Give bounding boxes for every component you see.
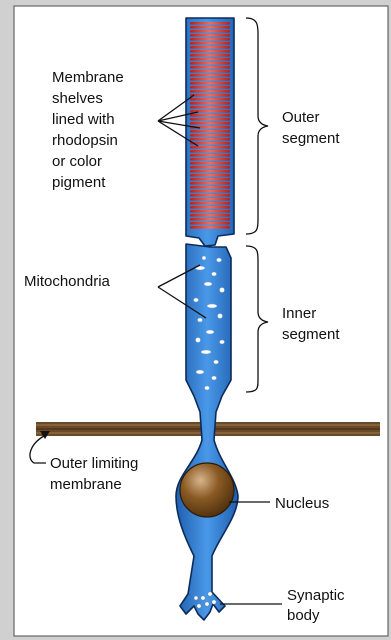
membrane-disc: [190, 178, 230, 181]
membrane-disc: [190, 134, 230, 137]
membrane-disc: [190, 118, 230, 121]
membrane-disc: [190, 38, 230, 41]
membrane-disc: [190, 122, 230, 125]
membrane-disc: [190, 214, 230, 217]
membrane-disc: [190, 106, 230, 109]
membrane-disc: [190, 138, 230, 141]
nucleus: [180, 463, 234, 517]
label-nucleus: Nucleus: [275, 495, 329, 512]
membrane-disc: [190, 58, 230, 61]
membrane-disc: [190, 150, 230, 153]
mitochondrion: [207, 304, 217, 308]
membrane-disc: [190, 62, 230, 65]
membrane-disc: [190, 190, 230, 193]
membrane-disc: [190, 218, 230, 221]
membrane-disc: [190, 146, 230, 149]
membrane-disc: [190, 158, 230, 161]
membrane-disc: [190, 78, 230, 81]
mitochondrion: [201, 350, 211, 354]
mitochondrion: [196, 370, 204, 374]
membrane-disc: [190, 70, 230, 73]
mitochondrion: [198, 318, 203, 322]
membrane-disc: [190, 186, 230, 189]
membrane-disc: [190, 66, 230, 69]
mitochondrion: [212, 272, 217, 276]
membrane-disc: [190, 22, 230, 25]
membrane-disc: [190, 82, 230, 85]
membrane-disc: [190, 194, 230, 197]
membrane-disc: [190, 50, 230, 53]
membrane-disc: [190, 170, 230, 173]
membrane-disc: [190, 26, 230, 29]
membrane-disc: [190, 154, 230, 157]
membrane-disc: [190, 166, 230, 169]
mitochondrion: [220, 288, 225, 293]
mitochondrion: [206, 330, 214, 334]
mitochondrion: [194, 298, 199, 302]
membrane-disc: [190, 30, 230, 33]
membrane-disc: [190, 90, 230, 93]
mitochondrion: [217, 258, 222, 262]
mitochondrion: [204, 282, 212, 286]
membrane-disc: [190, 130, 230, 133]
membrane-disc: [190, 114, 230, 117]
mitochondrion: [220, 340, 225, 344]
mitochondrion: [202, 256, 206, 260]
membrane-disc: [190, 46, 230, 49]
membrane-disc: [190, 198, 230, 201]
label-mitochondria: Mitochondria: [24, 273, 111, 290]
membrane-disc: [190, 162, 230, 165]
membrane-disc: [190, 226, 230, 229]
membrane-disc: [190, 210, 230, 213]
mitochondrion: [218, 314, 223, 319]
membrane-disc: [190, 182, 230, 185]
mitochondrion: [196, 338, 201, 343]
membrane-disc: [190, 34, 230, 37]
membrane-disc: [190, 94, 230, 97]
membrane-disc: [190, 98, 230, 101]
membrane-disc: [190, 86, 230, 89]
membrane-disc: [190, 54, 230, 57]
mitochondrion: [212, 376, 217, 380]
membrane-disc: [190, 102, 230, 105]
membrane-disc: [190, 74, 230, 77]
membrane-disc: [190, 42, 230, 45]
mitochondrion: [205, 386, 210, 390]
membrane-disc: [190, 206, 230, 209]
mitochondrion: [214, 360, 219, 364]
membrane-disc: [190, 174, 230, 177]
membrane-disc: [190, 222, 230, 225]
membrane-disc: [190, 202, 230, 205]
